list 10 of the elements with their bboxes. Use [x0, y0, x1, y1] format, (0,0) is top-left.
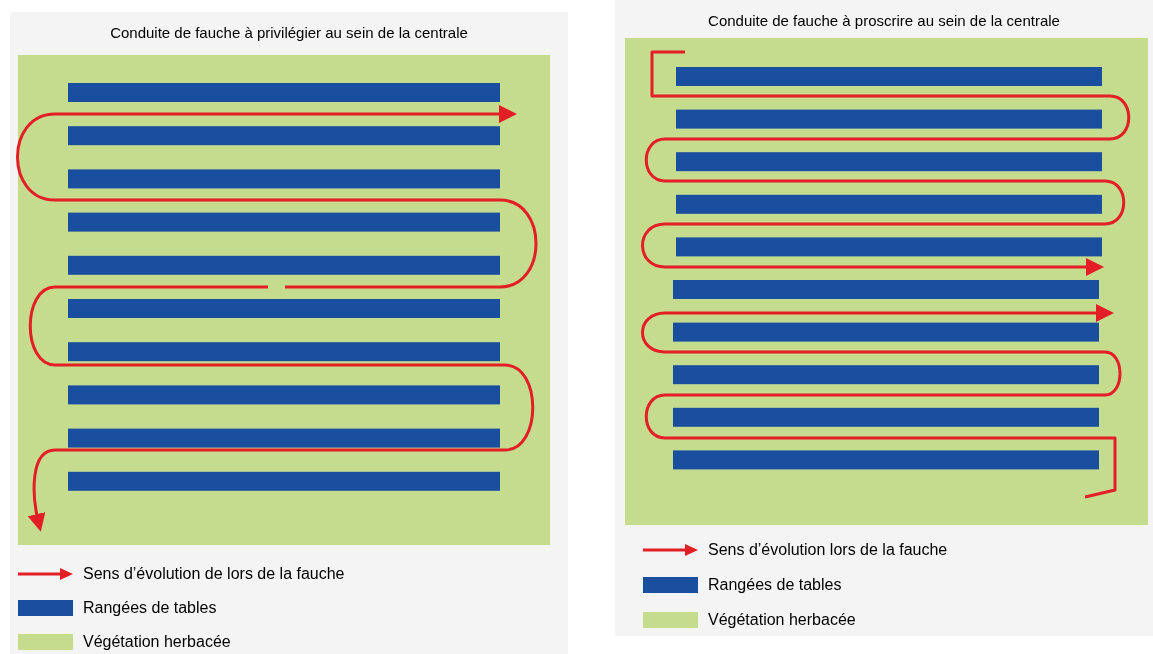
legend-label: Sens d’évolution de lors de la fauche [83, 564, 345, 584]
panel-title: Conduite de fauche à proscrire au sein de la centrale [707, 11, 1061, 31]
legend-label: Rangées de tables [83, 598, 217, 618]
panel-title: Conduite de fauche à privilégier au sein de la centrale [109, 23, 469, 43]
diagram-panel [615, 0, 1153, 636]
legend-label: Rangées de tables [708, 575, 842, 595]
legend-label: Sens d’évolution lors de la fauche [708, 540, 948, 560]
diagram-panel [10, 12, 568, 654]
legend-label: Végétation herbacée [83, 632, 231, 652]
legend-label: Végétation herbacée [708, 610, 856, 630]
